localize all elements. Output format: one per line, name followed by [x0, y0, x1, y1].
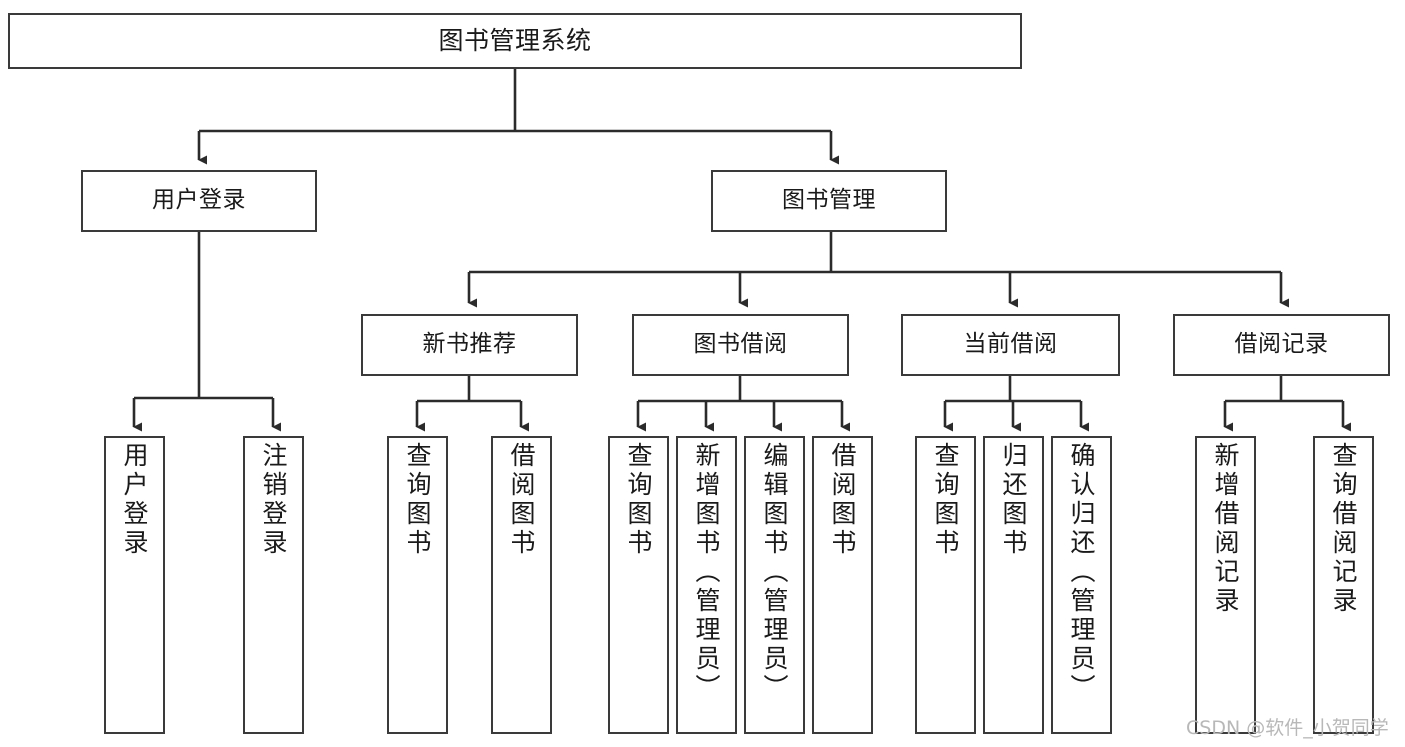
node-label: 当前借阅 [963, 331, 1058, 358]
leaf-logout-login[interactable]: 注销登录 [243, 436, 304, 734]
leaf-query-book-recommend[interactable]: 查询图书 [387, 436, 448, 734]
leaf-add-borrow-record[interactable]: 新增借阅记录 [1195, 436, 1256, 734]
node-label: 新增借阅记录 [1211, 442, 1240, 616]
node-label: 确认归还（管理员） [1067, 442, 1096, 703]
leaf-user-login[interactable]: 用户登录 [104, 436, 165, 734]
leaf-borrow-book-recommend[interactable]: 借阅图书 [491, 436, 552, 734]
node-label: 用户登录 [152, 187, 246, 214]
node-label: 借阅图书 [507, 442, 536, 558]
node-label: 新书推荐 [422, 331, 517, 358]
leaf-return-book[interactable]: 归还图书 [983, 436, 1044, 734]
node-label: 查询图书 [403, 442, 432, 558]
node-label: 借阅图书 [828, 442, 857, 558]
node-new-book-recommend[interactable]: 新书推荐 [361, 314, 578, 376]
node-label: 查询图书 [931, 442, 960, 558]
node-root-book-management-system[interactable]: 图书管理系统 [8, 13, 1022, 69]
node-borrow-record[interactable]: 借阅记录 [1173, 314, 1390, 376]
leaf-borrow-book-borrow[interactable]: 借阅图书 [812, 436, 873, 734]
node-label: 图书管理 [782, 187, 876, 214]
node-user-login[interactable]: 用户登录 [81, 170, 317, 232]
node-book-management[interactable]: 图书管理 [711, 170, 947, 232]
leaf-confirm-return-admin[interactable]: 确认归还（管理员） [1051, 436, 1112, 734]
node-label: 用户登录 [120, 442, 149, 558]
node-label: 编辑图书（管理员） [760, 442, 789, 703]
node-label: 注销登录 [259, 442, 288, 558]
node-label: 查询借阅记录 [1329, 442, 1358, 616]
node-label: 图书管理系统 [438, 26, 592, 56]
node-current-borrow[interactable]: 当前借阅 [901, 314, 1120, 376]
node-label: 借阅记录 [1234, 331, 1329, 358]
node-label: 新增图书（管理员） [692, 442, 721, 703]
leaf-query-book-borrow[interactable]: 查询图书 [608, 436, 669, 734]
leaf-add-book-admin[interactable]: 新增图书（管理员） [676, 436, 737, 734]
leaf-query-borrow-record[interactable]: 查询借阅记录 [1313, 436, 1374, 734]
node-label: 查询图书 [624, 442, 653, 558]
leaf-edit-book-admin[interactable]: 编辑图书（管理员） [744, 436, 805, 734]
node-label: 图书借阅 [693, 331, 788, 358]
node-book-borrow[interactable]: 图书借阅 [632, 314, 849, 376]
leaf-query-book-current[interactable]: 查询图书 [915, 436, 976, 734]
node-label: 归还图书 [999, 442, 1028, 558]
